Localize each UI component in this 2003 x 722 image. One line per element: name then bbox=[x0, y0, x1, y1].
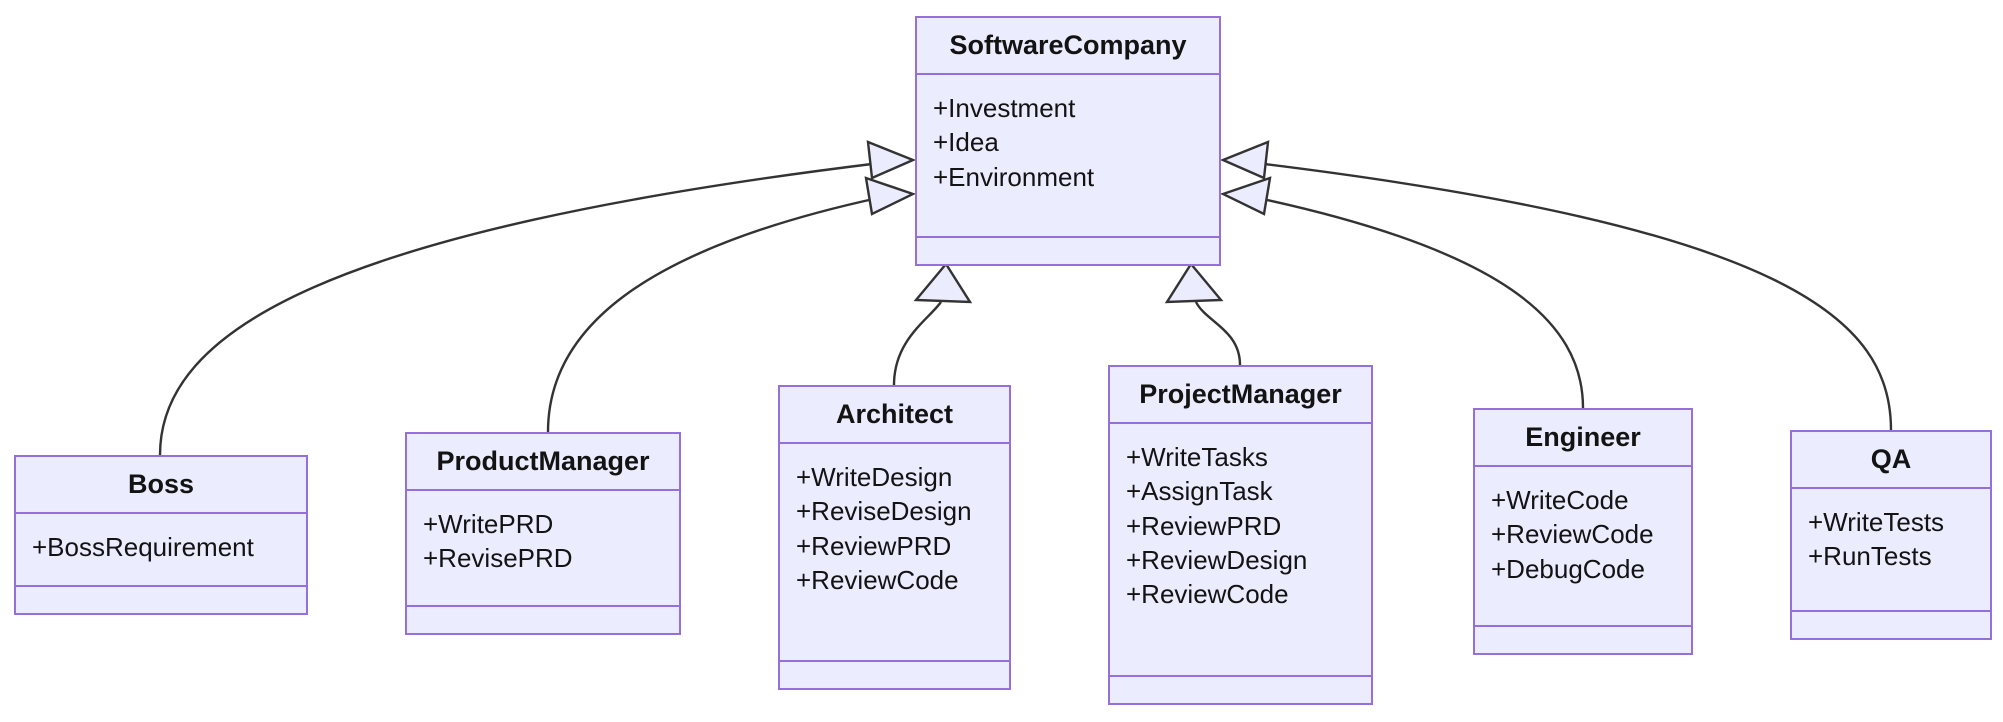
class-attribute: +Idea bbox=[933, 127, 999, 158]
class-box-productmanager[interactable]: ProductManager +WritePRD +RevisePRD bbox=[405, 432, 681, 635]
class-attribute: +BossRequirement bbox=[32, 532, 254, 562]
class-attributes-softwarecompany: +Investment +Idea +Environment bbox=[917, 75, 1219, 238]
class-attributes-architect: +WriteDesign +ReviseDesign +ReviewPRD +R… bbox=[780, 444, 1009, 662]
class-attribute: +ReviewCode bbox=[796, 564, 959, 595]
relationship-architect-to-softwarecompany bbox=[892, 261, 973, 386]
class-attributes-projectmanager: +WriteTasks +AssignTask +ReviewPRD +Revi… bbox=[1110, 424, 1371, 677]
class-box-engineer[interactable]: Engineer +WriteCode +ReviewCode +DebugCo… bbox=[1473, 408, 1693, 655]
class-methods-softwarecompany bbox=[917, 238, 1219, 264]
class-title-projectmanager: ProjectManager bbox=[1110, 367, 1371, 424]
class-methods-engineer bbox=[1475, 627, 1691, 653]
class-attribute: +Investment bbox=[933, 93, 1076, 123]
class-attributes-boss: +BossRequirement bbox=[16, 514, 306, 587]
class-attributes-engineer: +WriteCode +ReviewCode +DebugCode bbox=[1475, 467, 1691, 627]
class-box-softwarecompany[interactable]: SoftwareCompany +Investment +Idea +Envir… bbox=[915, 16, 1221, 266]
class-attribute: +ReviewCode bbox=[1491, 519, 1654, 550]
class-attributes-qa: +WriteTests +RunTests bbox=[1792, 489, 1990, 612]
class-title-productmanager: ProductManager bbox=[407, 434, 679, 491]
class-attribute: +RevisePRD bbox=[423, 543, 573, 574]
class-attribute: +WriteCode bbox=[1491, 485, 1629, 515]
class-methods-qa bbox=[1792, 612, 1990, 638]
class-title-qa: QA bbox=[1792, 432, 1990, 489]
class-title-softwarecompany: SoftwareCompany bbox=[917, 18, 1219, 75]
class-attribute: +WriteTests bbox=[1808, 507, 1945, 537]
class-attribute: +AssignTask bbox=[1126, 476, 1273, 507]
class-box-projectmanager[interactable]: ProjectManager +WriteTasks +AssignTask +… bbox=[1108, 365, 1373, 705]
class-title-boss: Boss bbox=[16, 457, 306, 514]
class-box-boss[interactable]: Boss +BossRequirement bbox=[14, 455, 308, 615]
class-box-architect[interactable]: Architect +WriteDesign +ReviseDesign +Re… bbox=[778, 385, 1011, 690]
class-methods-boss bbox=[16, 587, 306, 613]
class-attribute: +WriteDesign bbox=[796, 462, 953, 492]
class-methods-productmanager bbox=[407, 607, 679, 633]
class-attribute: +ReviewPRD bbox=[1126, 510, 1282, 541]
class-attribute: +WritePRD bbox=[423, 509, 554, 539]
class-box-qa[interactable]: QA +WriteTests +RunTests bbox=[1790, 430, 1992, 640]
class-attribute: +ReviewCode bbox=[1126, 579, 1289, 610]
class-attribute: +RunTests bbox=[1808, 541, 1932, 572]
class-attribute: +ReviewDesign bbox=[1126, 544, 1308, 575]
class-attribute: +ReviseDesign bbox=[796, 496, 972, 527]
class-attribute: +WriteTasks bbox=[1126, 442, 1268, 472]
class-methods-architect bbox=[780, 662, 1009, 688]
class-attribute: +DebugCode bbox=[1491, 553, 1645, 584]
class-title-architect: Architect bbox=[780, 387, 1009, 444]
class-attributes-productmanager: +WritePRD +RevisePRD bbox=[407, 491, 679, 607]
class-attribute: +ReviewPRD bbox=[796, 530, 952, 561]
relationship-projectmanager-to-softwarecompany bbox=[1164, 261, 1242, 366]
class-methods-projectmanager bbox=[1110, 677, 1371, 703]
class-attribute: +Environment bbox=[933, 161, 1095, 192]
class-title-engineer: Engineer bbox=[1475, 410, 1691, 467]
